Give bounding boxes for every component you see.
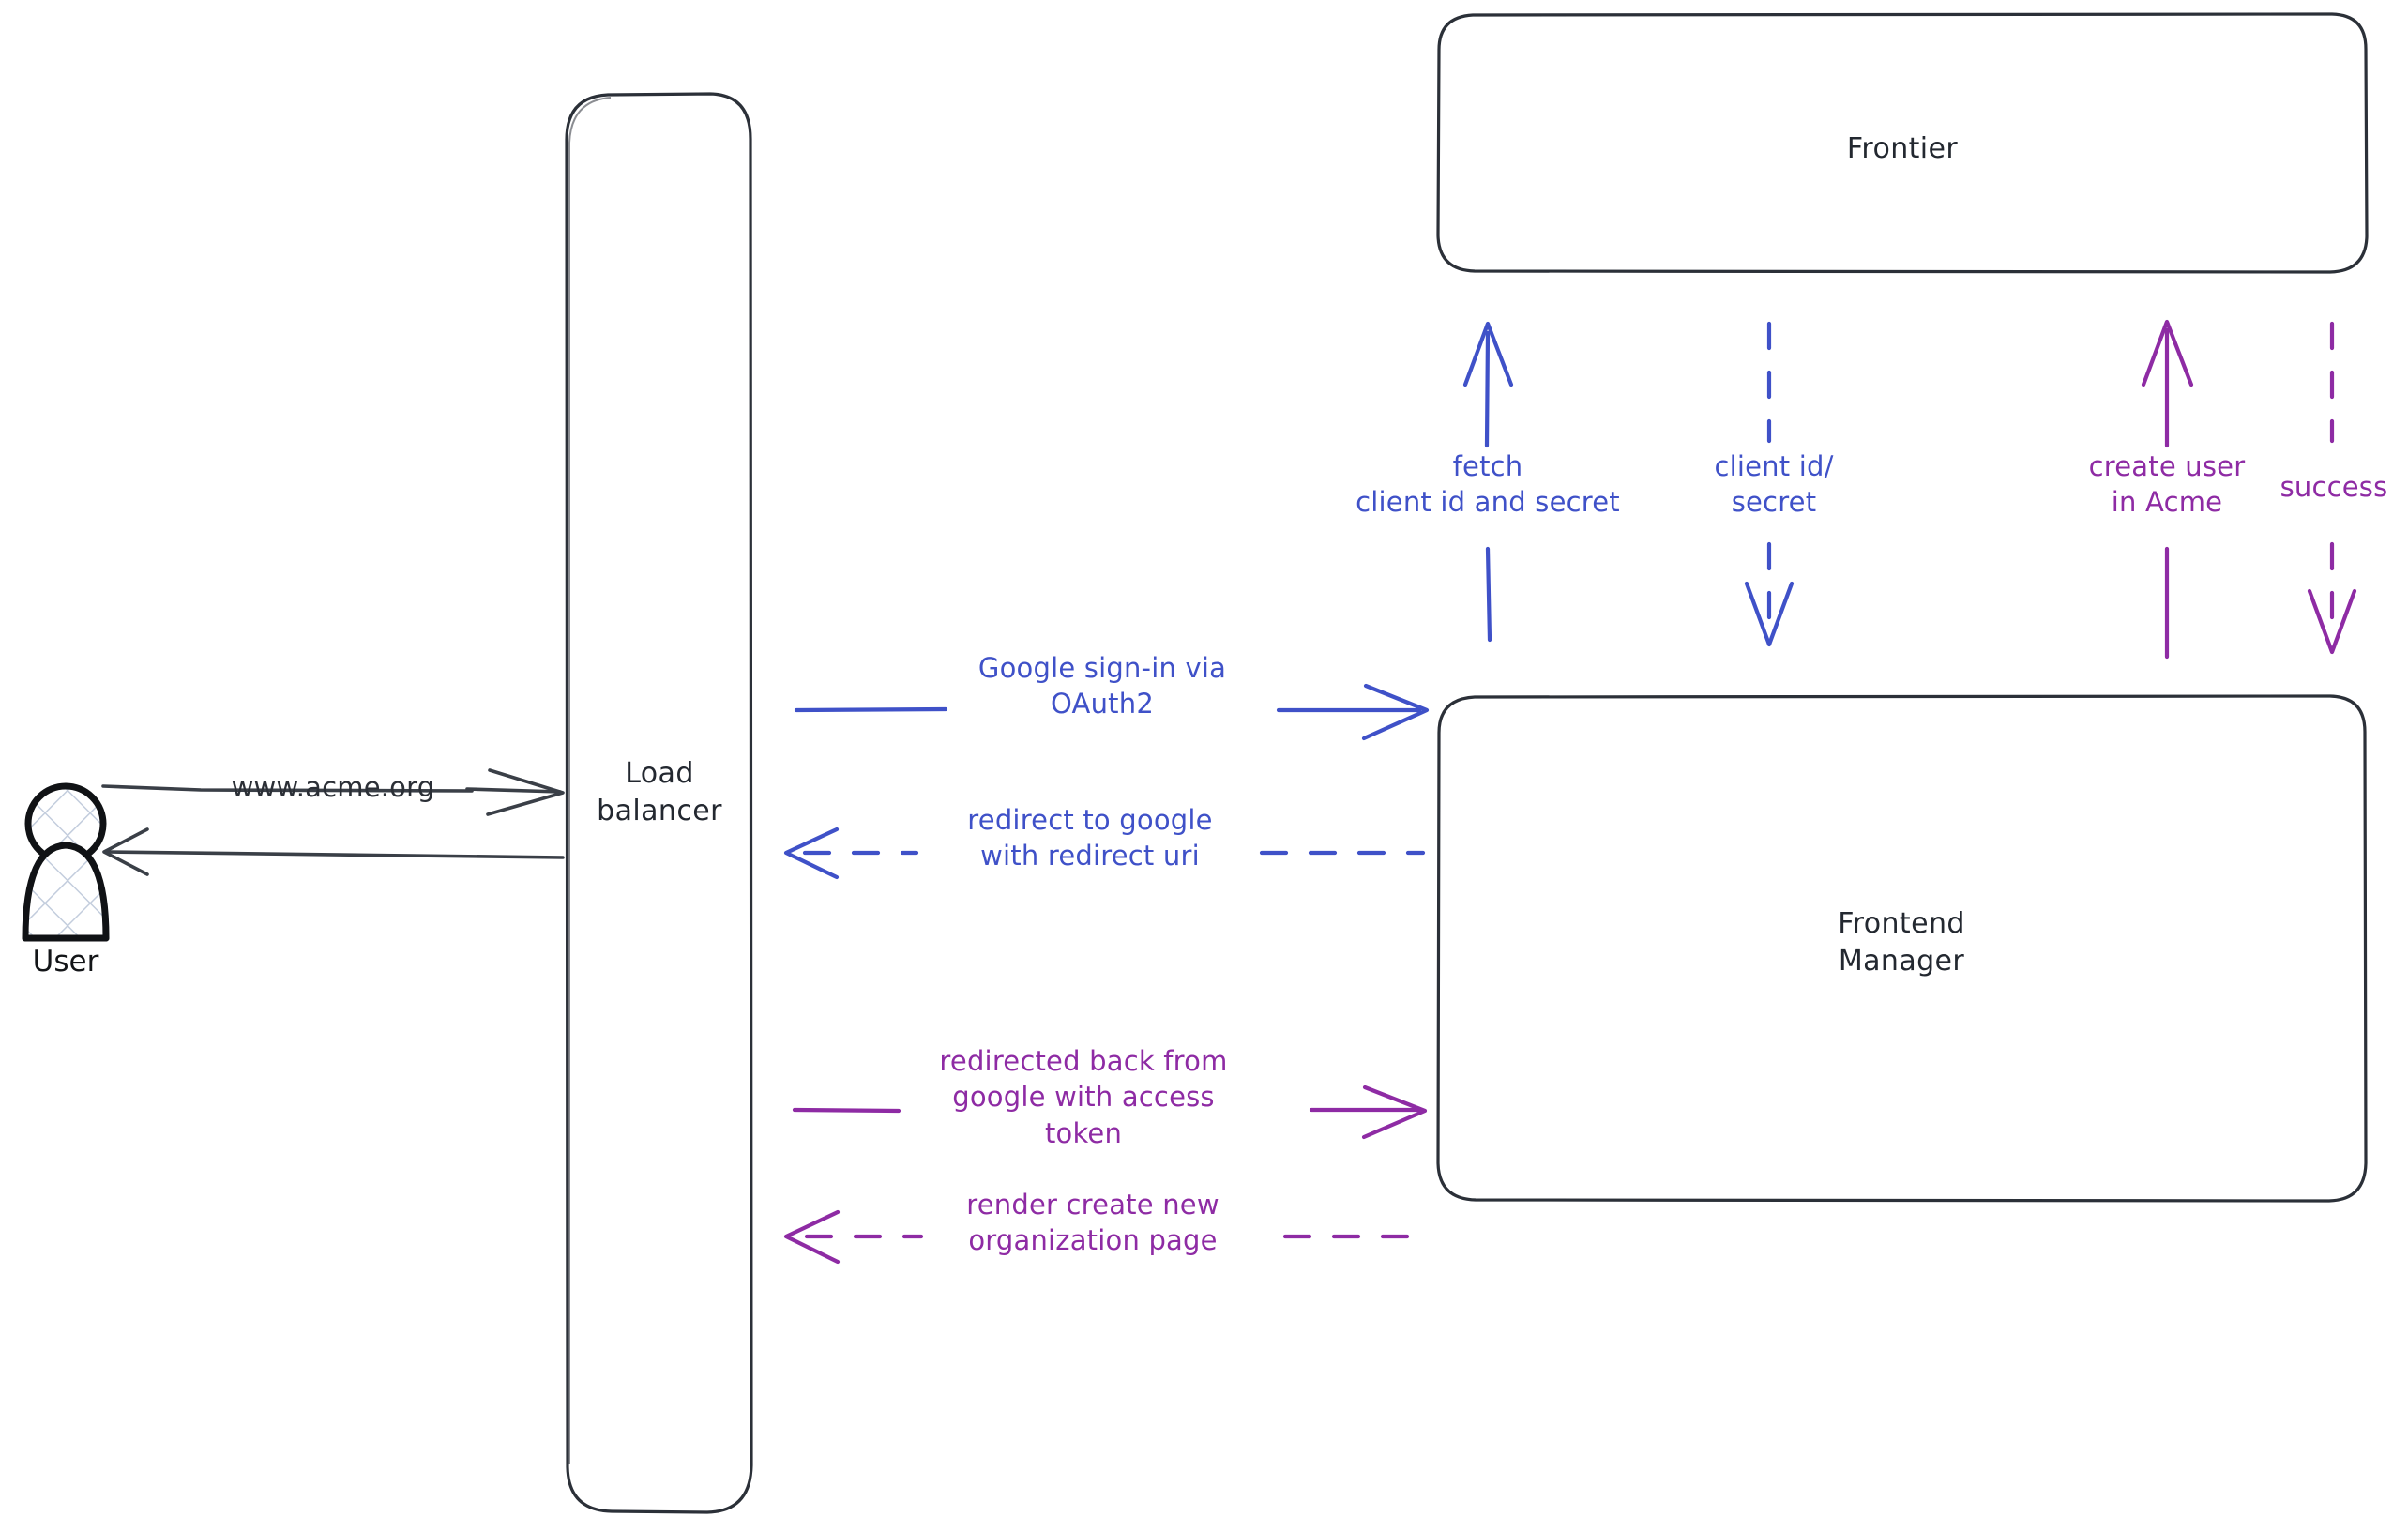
node-frontend-manager[interactable] xyxy=(1436,694,2368,1203)
edge-lb-to-user[interactable] xyxy=(102,827,565,876)
actor-user-icon[interactable] xyxy=(22,782,110,942)
edge-user-to-lb[interactable] xyxy=(101,768,565,816)
edge-lb-to-fm-token[interactable] xyxy=(792,1085,1428,1140)
edge-fm-to-frontier-createuser[interactable] xyxy=(2141,319,2194,660)
edge-fm-to-frontier-fetch[interactable] xyxy=(1462,321,1514,643)
edge-fm-to-lb-render[interactable] xyxy=(783,1209,1427,1265)
edge-lb-to-fm-signin[interactable] xyxy=(794,683,1430,741)
edge-frontier-to-fm-success[interactable] xyxy=(2307,321,2357,655)
edge-frontier-to-fm-creds[interactable] xyxy=(1744,321,1795,647)
node-load-balancer[interactable] xyxy=(565,92,753,1514)
edge-fm-to-lb-redirect[interactable] xyxy=(783,827,1426,880)
node-frontier[interactable] xyxy=(1436,12,2369,274)
